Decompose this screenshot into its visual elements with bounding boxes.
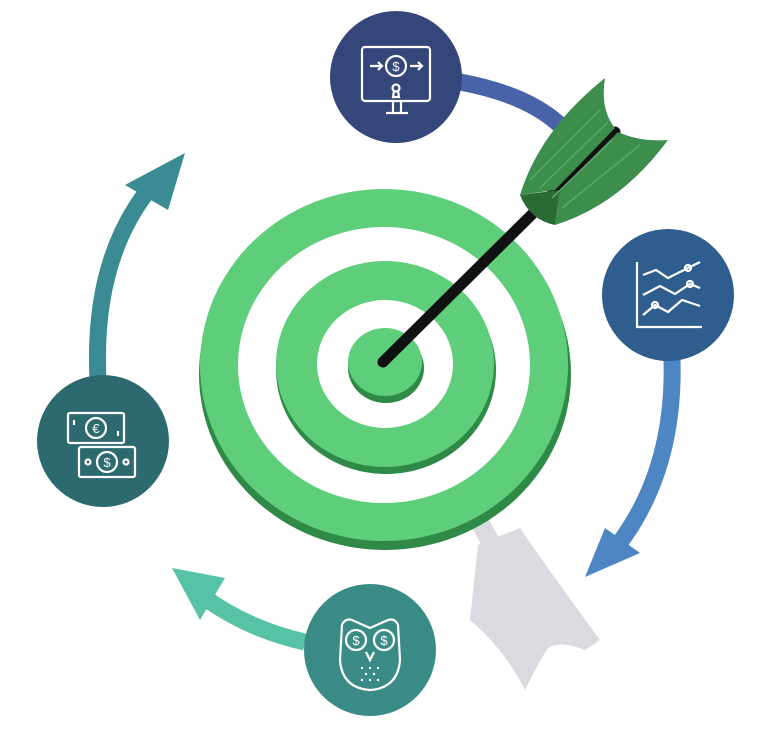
svg-text:$: $ bbox=[392, 59, 400, 74]
arrow-bottom-to-left bbox=[172, 568, 307, 651]
node-bottom: $ $ bbox=[304, 584, 436, 716]
bullseye-target bbox=[199, 189, 571, 550]
node-left: € $ bbox=[37, 375, 169, 507]
svg-text:$: $ bbox=[352, 633, 360, 648]
dart-fletching bbox=[520, 78, 668, 225]
node-top: $ bbox=[330, 11, 462, 143]
line-chart-analytics-icon bbox=[635, 261, 702, 329]
svg-text:$: $ bbox=[103, 455, 111, 470]
cycle-arrows bbox=[88, 73, 681, 651]
arrow-top-to-right bbox=[451, 73, 572, 137]
node-right bbox=[602, 229, 734, 361]
arrow-right-to-bottom bbox=[585, 359, 681, 577]
svg-text:$: $ bbox=[380, 633, 388, 648]
dart-arrow bbox=[377, 78, 668, 368]
money-owl-icon: $ $ bbox=[338, 618, 402, 692]
secure-payment-monitor-icon: $ bbox=[360, 45, 432, 115]
arrow-left-to-top bbox=[88, 153, 185, 381]
svg-text:€: € bbox=[92, 421, 100, 436]
euro-dollar-banknotes-icon: € $ bbox=[66, 411, 137, 479]
